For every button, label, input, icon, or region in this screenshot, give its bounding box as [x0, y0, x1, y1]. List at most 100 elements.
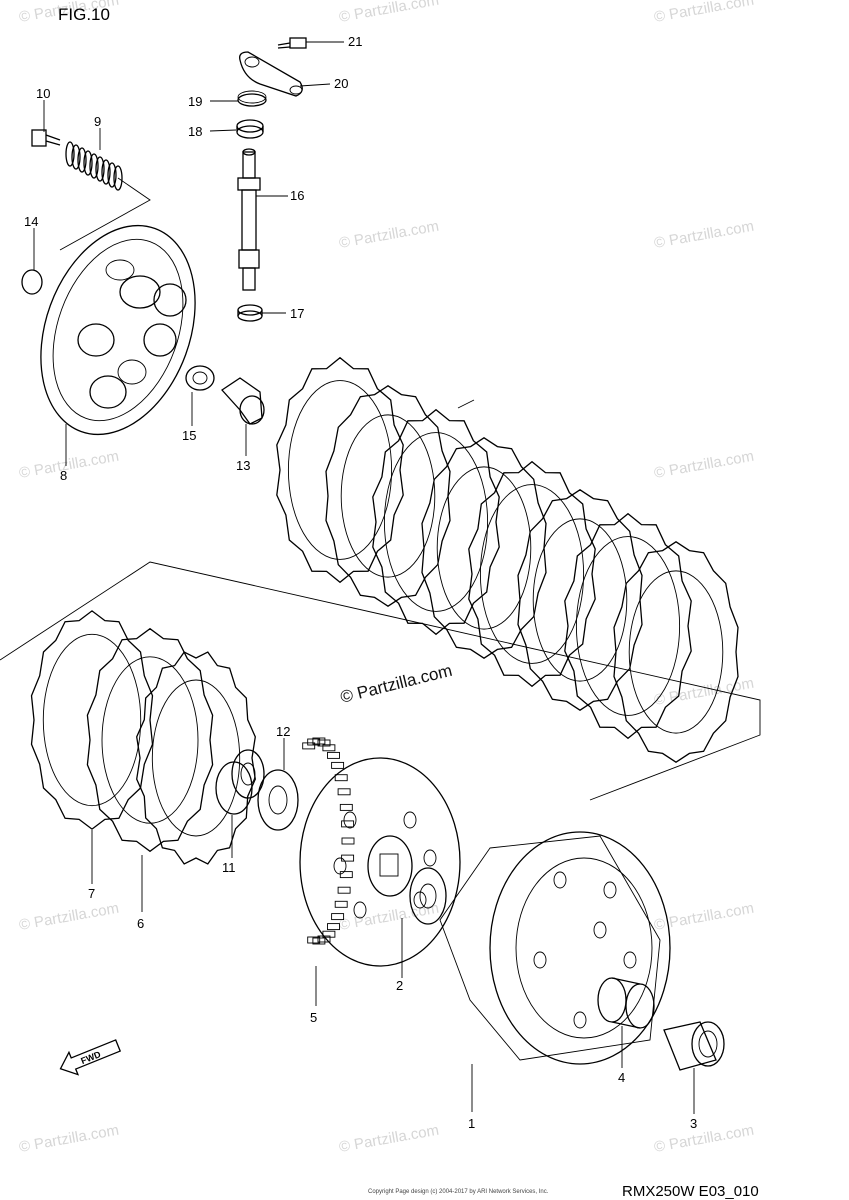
- hub-gear-tooth: [334, 900, 348, 908]
- part-9-spring: [65, 141, 123, 191]
- hub-gear-tooth: [341, 820, 355, 828]
- hub-gear-tooth: [339, 803, 353, 811]
- plate-6b-bore: [151, 679, 241, 837]
- friction-plate-outline: [421, 437, 547, 659]
- spring-coil: [89, 153, 99, 179]
- plate-6a: [86, 627, 214, 853]
- hub-gear-tooth: [337, 886, 351, 894]
- hub-gear-tooth: [307, 738, 321, 746]
- callout-16: 16: [290, 188, 304, 203]
- fwd-arrow-icon: FWD: [59, 1039, 122, 1076]
- friction-plate: [517, 489, 643, 711]
- drive-plate: [564, 512, 692, 740]
- upper-plate-stack: [276, 356, 739, 763]
- housing-hole: [573, 1011, 587, 1029]
- watermark-text: © Partzilla.com: [18, 1122, 120, 1156]
- watermark-text: © Partzilla.com: [653, 0, 755, 26]
- hub-gear-tooth: [302, 742, 316, 750]
- callout-11: 11: [222, 860, 236, 875]
- spring-coil: [95, 156, 105, 182]
- hub-gear-tooth: [331, 913, 345, 921]
- callout-5: 5: [310, 1010, 317, 1025]
- drive-plate-bore: [287, 380, 393, 560]
- plate-6a-bore: [101, 656, 199, 824]
- plate-6a-outline: [86, 627, 214, 853]
- friction-plate-outline: [325, 385, 451, 607]
- part-19-oil-seal: [237, 93, 267, 107]
- friction-plate-bore: [340, 414, 436, 578]
- drive-plate-outline: [276, 356, 404, 584]
- part-20-release-arm: [239, 51, 303, 97]
- part-10-bolt: [31, 129, 61, 147]
- watermark-text: © Partzilla.com: [18, 448, 120, 482]
- spring-coil: [71, 144, 81, 170]
- hub-gear-tooth: [312, 737, 326, 745]
- housing-hole: [593, 921, 607, 939]
- plate-6b: [136, 651, 256, 865]
- plate-7-bore: [42, 633, 142, 807]
- hub-gear-tooth: [334, 774, 348, 782]
- callout-9: 9: [94, 114, 101, 129]
- friction-plate: [421, 437, 547, 659]
- callout-1: 1: [468, 1116, 475, 1131]
- watermark-text: © Partzilla.com: [653, 1122, 755, 1156]
- spring-coil: [77, 147, 87, 173]
- watermark-layer: © Partzilla.com © Partzilla.com © Partzill…: [18, 0, 755, 1156]
- lower-plate-stack: [30, 610, 256, 865]
- housing-hole: [623, 951, 637, 969]
- drive-plate-bore: [575, 536, 681, 716]
- callout-8: 8: [60, 468, 67, 483]
- hub-gear-tooth: [312, 937, 326, 945]
- friction-plate-bore: [436, 466, 532, 630]
- callout-15: 15: [182, 428, 196, 443]
- friction-plate-outline: [613, 541, 739, 763]
- part-12-lock-washer: [257, 769, 299, 831]
- hub-gear-tooth: [322, 930, 336, 938]
- hub-hole: [403, 811, 417, 829]
- hub-gear-tooth: [307, 936, 321, 944]
- drive-plate-bore: [479, 484, 585, 664]
- part-16-release-shaft: [237, 148, 261, 291]
- callout-20: 20: [334, 76, 348, 91]
- friction-plate-bore: [532, 518, 628, 682]
- hub-gear-tooth: [317, 935, 331, 943]
- callout-14: 14: [24, 214, 38, 229]
- part-8-pressure-disc: [40, 224, 196, 436]
- callout-17: 17: [290, 306, 304, 321]
- housing-hole: [553, 871, 567, 889]
- drive-plate: [468, 460, 596, 688]
- plate-6b-outline: [136, 651, 256, 865]
- drive-plate-bore: [383, 432, 489, 612]
- callout-21: 21: [348, 34, 362, 49]
- hub-gear-tooth: [331, 761, 345, 769]
- hub-hole: [333, 857, 347, 875]
- part-15-bearing: [185, 365, 215, 391]
- friction-plate: [613, 541, 739, 763]
- hub-gear-tooth: [341, 837, 355, 845]
- hub-gear-tooth: [327, 923, 340, 931]
- watermark-text: © Partzilla.com: [653, 218, 755, 252]
- drive-plate-outline: [564, 512, 692, 740]
- hub-gear-tooth: [341, 854, 355, 862]
- part-11-nut: [215, 749, 265, 815]
- part-5-clutch-hub: [299, 737, 461, 967]
- watermark-text: © Partzilla.com: [653, 448, 755, 482]
- part-18-bearing: [236, 119, 264, 139]
- callout-7: 7: [88, 886, 95, 901]
- part-13-push-piece: [221, 377, 265, 425]
- watermark-text: © Partzilla.com: [338, 1122, 440, 1156]
- hub-gear-tooth: [337, 788, 351, 796]
- hub-hole: [423, 849, 437, 867]
- watermark-text: © Partzilla.com: [18, 900, 120, 934]
- drive-plate: [276, 356, 404, 584]
- copyright-text: Copyright Page design (c) 2004-2017 by A…: [368, 1189, 549, 1195]
- spring-coil: [101, 159, 111, 185]
- watermark-text: © Partzilla.com: [338, 218, 440, 252]
- part-1-clutch-housing: [439, 831, 671, 1065]
- spring-coil: [113, 165, 123, 191]
- figure-title: FIG.10: [58, 5, 110, 24]
- hub-hole: [343, 811, 357, 829]
- part-21-bolt: [277, 37, 307, 49]
- friction-plate: [325, 385, 451, 607]
